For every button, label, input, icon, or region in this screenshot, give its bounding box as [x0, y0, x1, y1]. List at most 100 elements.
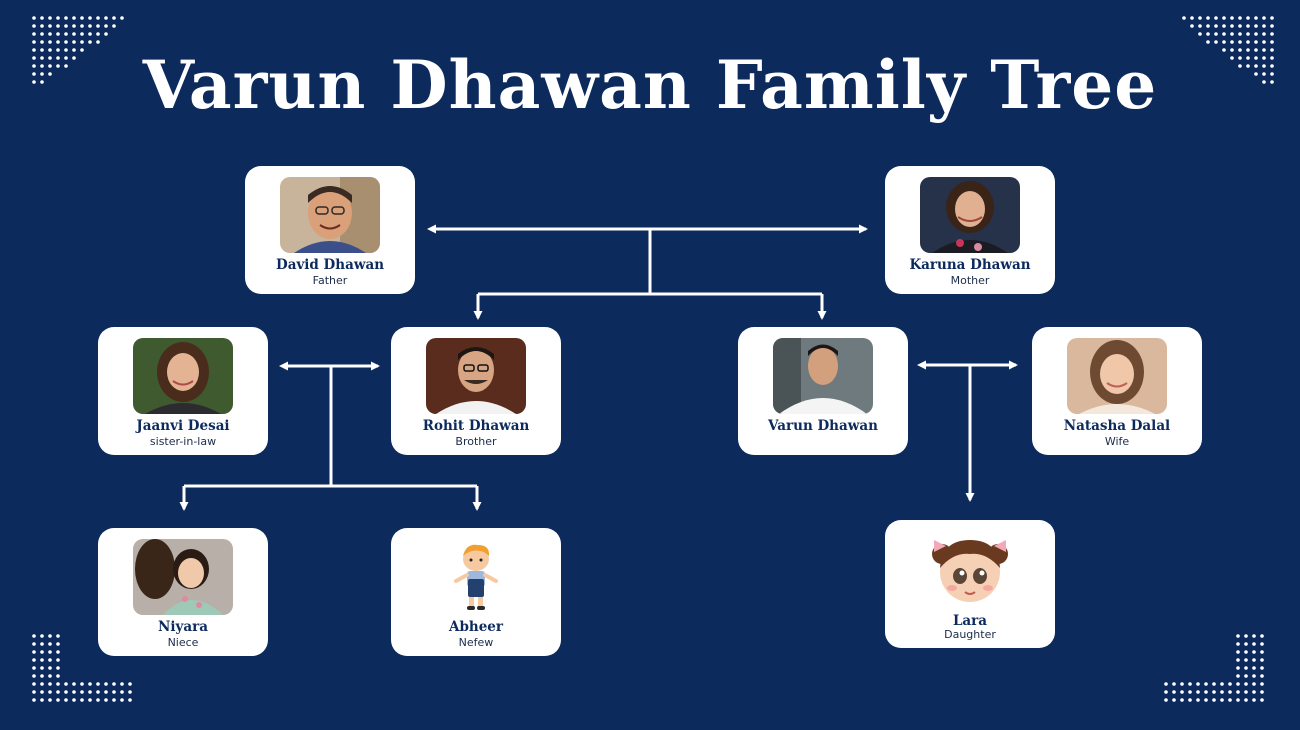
decor-dot [1244, 634, 1248, 638]
decor-dot [1172, 682, 1176, 686]
decor-dot [1236, 658, 1240, 662]
decor-dot [32, 698, 36, 702]
decor-dot [1204, 698, 1208, 702]
decor-dot [1228, 690, 1232, 694]
decor-dot [32, 32, 36, 36]
decor-dot [88, 698, 92, 702]
decor-dot [1236, 674, 1240, 678]
decor-dot [96, 682, 100, 686]
decor-dot [56, 64, 60, 68]
cartoon-boy-icon [426, 539, 526, 615]
decor-dot [1246, 32, 1250, 36]
decor-dot [1206, 32, 1210, 36]
decor-dot [48, 24, 52, 28]
decor-dot [40, 674, 44, 678]
decor-dot [120, 698, 124, 702]
decor-dot [1172, 698, 1176, 702]
decor-dot [64, 16, 68, 20]
decor-dot [96, 32, 100, 36]
decor-dot [1222, 40, 1226, 44]
decor-dot [1198, 24, 1202, 28]
decor-dot [48, 48, 52, 52]
decor-dot [112, 690, 116, 694]
decor-dot [64, 40, 68, 44]
dot-pattern-top-left [32, 16, 124, 84]
decor-dot [1180, 682, 1184, 686]
decor-dot [56, 658, 60, 662]
decor-dot [1230, 16, 1234, 20]
decor-dot [64, 690, 68, 694]
decor-dot [1180, 698, 1184, 702]
decor-dot [72, 32, 76, 36]
decor-dot [1230, 48, 1234, 52]
decor-dot [1244, 674, 1248, 678]
decor-dot [40, 642, 44, 646]
decor-dot [48, 32, 52, 36]
decor-dot [80, 48, 84, 52]
decor-dot [104, 32, 108, 36]
decor-dot [1244, 658, 1248, 662]
decor-dot [1260, 642, 1264, 646]
decor-dot [1222, 32, 1226, 36]
member-role: Niece [167, 636, 199, 649]
decor-dot [1270, 48, 1274, 52]
decor-dot [1214, 32, 1218, 36]
decor-dot [1254, 32, 1258, 36]
decor-dot [32, 650, 36, 654]
decor-dot [32, 642, 36, 646]
decor-dot [1180, 690, 1184, 694]
decor-dot [32, 56, 36, 60]
decor-dot [1230, 32, 1234, 36]
decor-dot [1182, 16, 1186, 20]
decor-dot [104, 698, 108, 702]
decor-dot [1238, 24, 1242, 28]
decor-dot [1236, 634, 1240, 638]
card-karuna-dhawan: Karuna Dhawan Mother [885, 166, 1055, 294]
decor-dot [72, 16, 76, 20]
decor-dot [40, 64, 44, 68]
card-varun-dhawan: Varun Dhawan [738, 327, 908, 455]
decor-dot [48, 72, 52, 76]
decor-dot [1246, 48, 1250, 52]
decor-dot [40, 32, 44, 36]
decor-dot [80, 32, 84, 36]
decor-dot [1222, 16, 1226, 20]
decor-dot [32, 634, 36, 638]
decor-dot [48, 56, 52, 60]
decor-dot [32, 690, 36, 694]
decor-dot [1164, 698, 1168, 702]
decor-dot [88, 40, 92, 44]
decor-dot [1270, 32, 1274, 36]
decor-dot [48, 690, 52, 694]
decor-dot [1238, 16, 1242, 20]
decor-dot [1190, 24, 1194, 28]
member-name: David Dhawan [275, 257, 385, 273]
decor-dot [88, 682, 92, 686]
decor-dot [1238, 48, 1242, 52]
decor-dot [1214, 16, 1218, 20]
decor-dot [32, 64, 36, 68]
decor-dot [1262, 24, 1266, 28]
decor-dot [1254, 64, 1258, 68]
decor-dot [1244, 650, 1248, 654]
decor-dot [128, 682, 132, 686]
member-role: Mother [950, 274, 990, 287]
decor-dot [32, 24, 36, 28]
decor-dot [1262, 56, 1266, 60]
decor-dot [56, 642, 60, 646]
decor-dot [56, 48, 60, 52]
decor-dot [1222, 24, 1226, 28]
member-name: Natasha Dalal [1063, 418, 1171, 434]
decor-dot [56, 24, 60, 28]
decor-dot [1252, 650, 1256, 654]
decor-dot [1260, 698, 1264, 702]
decor-dot [56, 634, 60, 638]
decor-dot [104, 24, 108, 28]
decor-dot [40, 658, 44, 662]
decor-dot [112, 698, 116, 702]
decor-dot [1188, 690, 1192, 694]
decor-dot [64, 48, 68, 52]
decor-dot [1246, 16, 1250, 20]
decor-dot [1270, 80, 1274, 84]
decor-dot [1260, 650, 1264, 654]
